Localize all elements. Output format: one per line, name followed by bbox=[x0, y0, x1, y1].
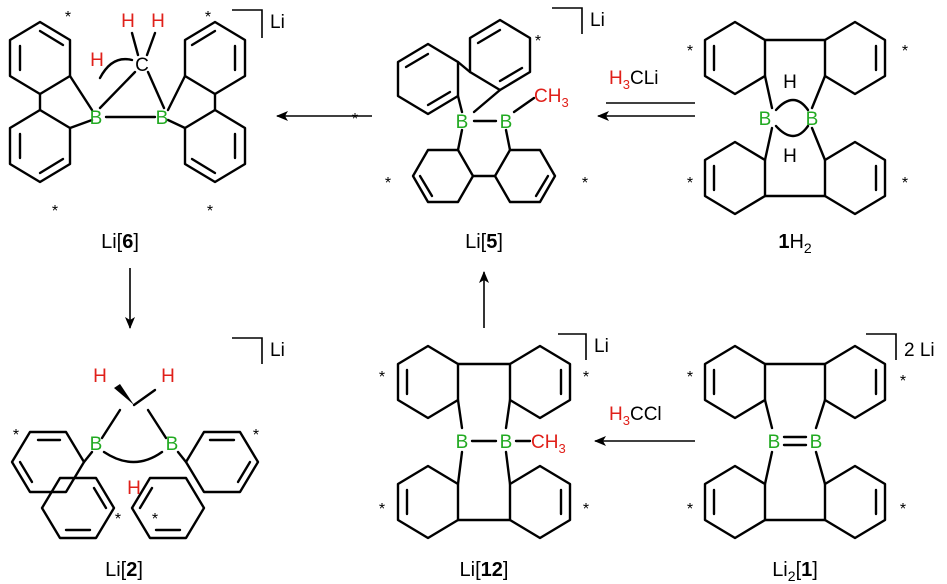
boron-atom-label: B bbox=[90, 108, 103, 129]
radical-mark: * bbox=[582, 175, 588, 192]
radical-mark: * bbox=[902, 43, 908, 60]
compound-li12: B B CH3 * * * * Li Li[12] bbox=[379, 333, 609, 581]
radical-mark: * bbox=[687, 501, 693, 518]
counterion-label: 2 Li bbox=[904, 340, 935, 361]
counterion-label: Li bbox=[590, 10, 605, 31]
radical-mark: * bbox=[379, 369, 385, 386]
counterion-label: Li bbox=[270, 12, 285, 33]
boron-atom-label: B bbox=[166, 434, 179, 455]
hydrogen-atom-label: H bbox=[783, 72, 797, 93]
hydrogen-atom-label: H bbox=[783, 146, 797, 167]
radical-mark: * bbox=[687, 175, 693, 192]
boron-atom-label: B bbox=[456, 112, 469, 133]
compound-li5: B B CH3 * * * * Li Li[5] bbox=[352, 7, 605, 253]
hydrogen-atom-label: H bbox=[121, 11, 135, 32]
reagent-top: H3CLi bbox=[609, 68, 658, 92]
boron-atom-label: B bbox=[759, 109, 772, 130]
radical-mark: * bbox=[65, 9, 71, 26]
compound-label-li2: Li[2] bbox=[105, 559, 143, 581]
radical-mark: * bbox=[900, 373, 906, 390]
radical-mark: * bbox=[900, 501, 906, 518]
boron-atom-label: B bbox=[500, 432, 513, 453]
ring bbox=[40, 476, 116, 540]
radical-mark: * bbox=[583, 369, 589, 386]
hydrogen-atom-label: H bbox=[93, 366, 107, 387]
radical-mark: * bbox=[205, 9, 211, 26]
radical-mark: * bbox=[352, 111, 358, 128]
compound-label-li5: Li[5] bbox=[465, 231, 503, 253]
methyl-label: CH3 bbox=[531, 432, 566, 456]
counterion-label: Li bbox=[270, 340, 285, 361]
methyl-label: CH3 bbox=[534, 86, 569, 110]
radical-mark: * bbox=[13, 427, 19, 444]
boron-atom-label: B bbox=[810, 432, 823, 453]
boron-atom-label: B bbox=[90, 434, 103, 455]
radical-mark: * bbox=[379, 501, 385, 518]
fluorenyl-left-li6 bbox=[8, 20, 94, 184]
hydrogen-atom-label: H bbox=[90, 50, 104, 71]
boron-atom-label: B bbox=[806, 109, 819, 130]
compound-label-li12: Li[12] bbox=[460, 559, 509, 581]
boron-atom-label: B bbox=[156, 108, 169, 129]
boron-atom-label: B bbox=[500, 112, 513, 133]
radical-mark: * bbox=[687, 369, 693, 386]
radical-mark: * bbox=[902, 175, 908, 192]
charge-bracket bbox=[232, 337, 263, 364]
radical-mark: * bbox=[535, 33, 541, 50]
charge-bracket bbox=[232, 9, 263, 38]
radical-mark: * bbox=[115, 511, 121, 528]
charge-bracket bbox=[552, 7, 583, 34]
charge-bracket bbox=[866, 333, 897, 360]
charge-bracket bbox=[558, 333, 587, 360]
counterion-label: Li bbox=[594, 336, 609, 357]
radical-mark: * bbox=[687, 43, 693, 60]
radical-mark: * bbox=[583, 501, 589, 518]
radical-mark: * bbox=[152, 511, 158, 528]
carbon-atom-label: C bbox=[135, 55, 149, 76]
boron-atom-label: B bbox=[456, 432, 469, 453]
radical-mark: * bbox=[385, 175, 391, 192]
compound-li2-1: B B * * * * 2 Li Li2[1] bbox=[687, 333, 935, 584]
fluorenyl-right-li6 bbox=[166, 20, 247, 184]
compound-label-1h2: 1H2 bbox=[778, 231, 812, 256]
ring bbox=[411, 148, 475, 204]
wedge-bond bbox=[114, 384, 134, 405]
ring bbox=[130, 476, 206, 540]
reagent-bottom: H3CCl bbox=[609, 404, 662, 428]
compound-1h2: B B H H * * * * 1H2 bbox=[687, 20, 908, 256]
compound-li6: B B C H H H * * * * Li Li[6] bbox=[8, 9, 285, 253]
ring bbox=[493, 148, 557, 204]
radical-mark: * bbox=[253, 427, 259, 444]
hydrogen-atom-label: H bbox=[161, 366, 175, 387]
radical-mark: * bbox=[52, 203, 58, 220]
radical-mark: * bbox=[207, 203, 213, 220]
ring bbox=[184, 430, 260, 494]
compound-label-li6: Li[6] bbox=[101, 231, 139, 253]
hydrogen-atom-label: H bbox=[151, 11, 165, 32]
boron-atom-label: B bbox=[768, 432, 781, 453]
hydrogen-atom-label: H bbox=[127, 478, 141, 499]
compound-label-li2-1: Li2[1] bbox=[772, 559, 818, 584]
compound-li2: B B H H H * * * * Li Li[2] bbox=[10, 337, 285, 581]
